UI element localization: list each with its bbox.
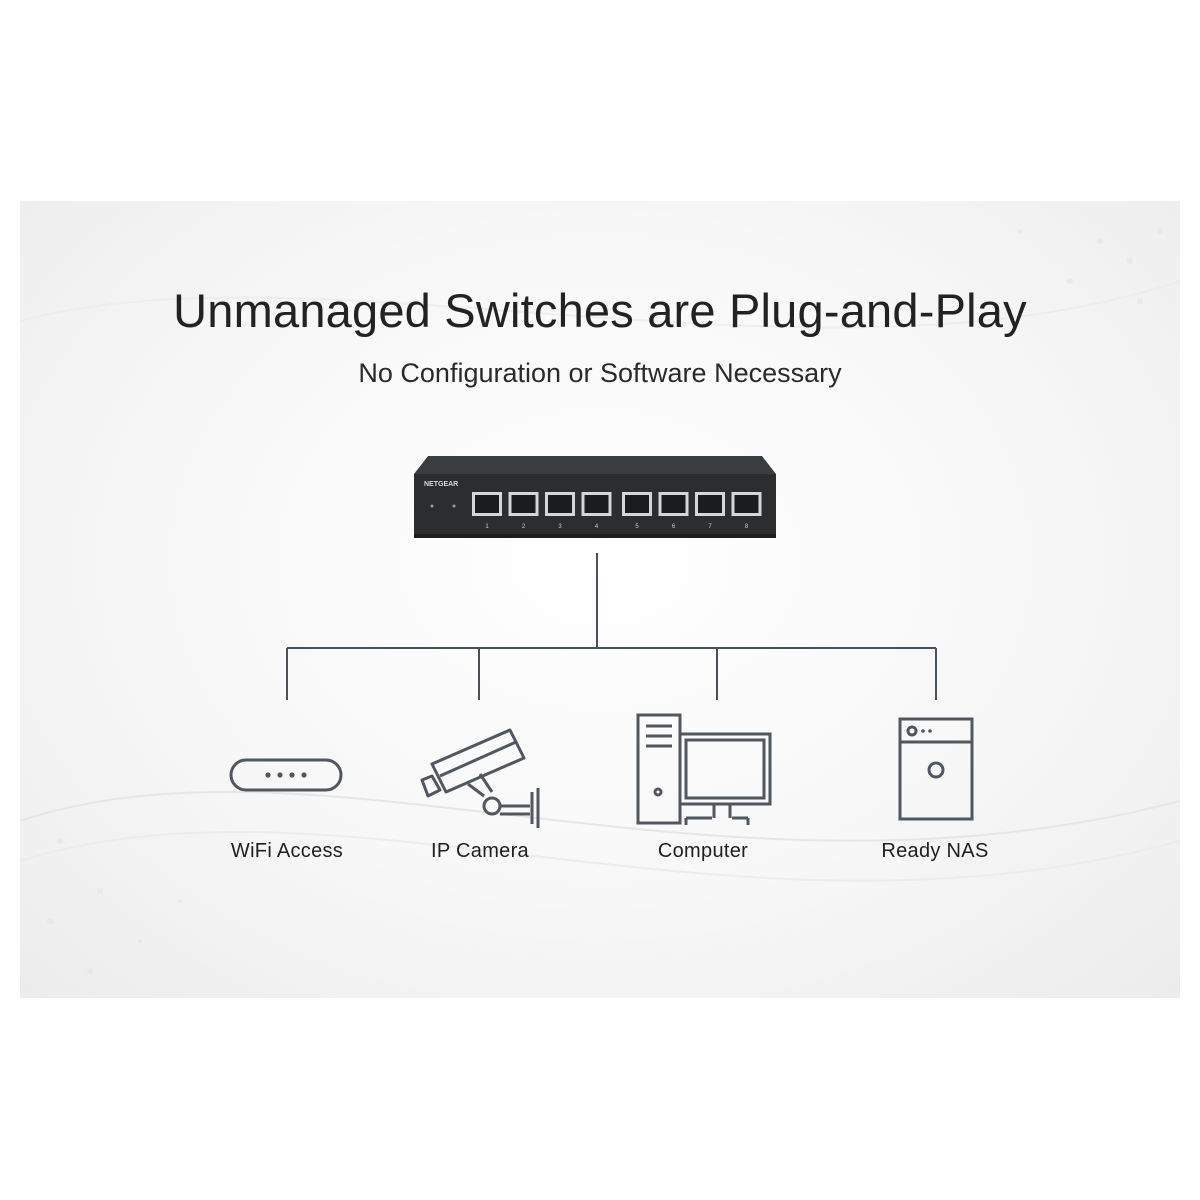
switch-port-socket-3	[548, 495, 572, 513]
switch-port-label-8: 8	[745, 524, 749, 530]
device-label-computer: Computer	[657, 840, 749, 862]
background-panel	[20, 201, 1180, 998]
switch-port-label-3: 3	[558, 524, 562, 530]
switch-port-label-1: 1	[485, 524, 489, 530]
background-texture	[20, 228, 1180, 974]
device-label-ready-nas: Ready NAS	[881, 840, 989, 862]
page-subtitle: No Configuration or Software Necessary	[358, 358, 842, 388]
switch-port-label-7: 7	[708, 524, 712, 530]
wifi-access-point-icon	[229, 758, 343, 792]
page-title: Unmanaged Switches are Plug-and-Play	[173, 284, 1027, 337]
computer-icon	[636, 713, 772, 825]
network-switch: NETGEAR 1 2 3 4 5 6 7 8	[414, 456, 776, 538]
device-label-wifi-access: WiFi Access	[230, 840, 344, 862]
switch-port-label-5: 5	[635, 524, 639, 530]
ip-camera-icon	[420, 728, 540, 828]
switch-port-socket-7	[698, 495, 722, 513]
device-label-ip-camera: IP Camera	[431, 840, 529, 862]
switch-port-labels: 1 2 3 4 5 6 7 8	[485, 524, 749, 530]
switch-port-label-2: 2	[522, 524, 526, 530]
switch-port-socket-6	[661, 495, 686, 513]
switch-port-label-4: 4	[595, 524, 599, 530]
switch-port-socket-2	[511, 495, 536, 513]
switch-port-socket-8	[734, 495, 759, 513]
switch-brand-label: NETGEAR	[424, 481, 458, 488]
switch-port-socket-1	[475, 495, 499, 513]
switch-port-socket-5	[625, 495, 649, 513]
switch-port-label-6: 6	[672, 524, 676, 530]
switch-port-socket-4	[584, 495, 609, 513]
switch-ports	[472, 492, 762, 516]
nas-storage-icon	[898, 717, 974, 821]
